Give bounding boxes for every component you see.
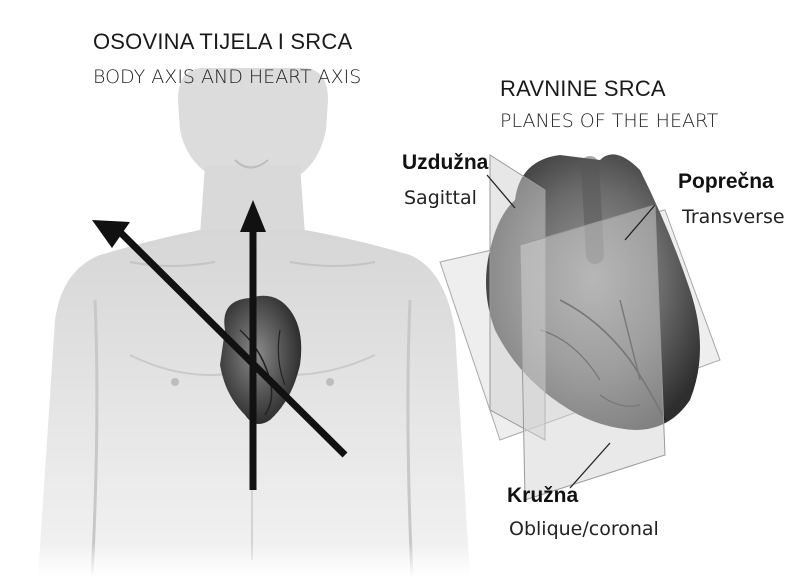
plane-oblique-hr: Kružna	[507, 484, 578, 508]
left-title-hr: OSOVINA TIJELA I SRCA	[93, 29, 352, 55]
plane-oblique-en: Oblique/coronal	[509, 518, 659, 540]
plane-sagittal-en: Sagittal	[404, 187, 477, 209]
plane-sagittal-hr: Uzdužna	[402, 151, 488, 175]
left-title-en: BODY AXIS AND HEART AXIS	[93, 66, 361, 88]
right-title-hr: RAVNINE SRCA	[500, 76, 666, 102]
right-title-en: PLANES OF THE HEART	[500, 110, 718, 132]
plane-transverse-en: Transverse	[682, 206, 785, 228]
planes-heart	[440, 154, 720, 500]
plane-transverse-hr: Poprečna	[678, 170, 774, 194]
